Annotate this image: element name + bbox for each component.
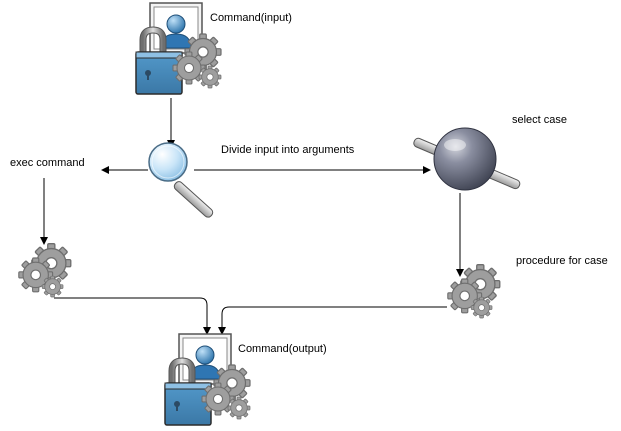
exec-command-label: exec command xyxy=(10,157,85,169)
select-case-label: select case xyxy=(512,114,568,126)
output-node-label: Command(output) xyxy=(238,343,327,355)
edge-procedure-to-output xyxy=(218,306,447,335)
input-node-label: Command(input) xyxy=(210,12,292,24)
edge-exec-gears-to-output xyxy=(54,297,211,335)
sphere-on-rod-icon xyxy=(413,127,521,191)
procedure-for-case-label: procedure for case xyxy=(516,255,608,267)
magnifier-icon xyxy=(148,142,214,218)
input-node-icon xyxy=(136,3,221,94)
exec-gears-icon xyxy=(19,244,71,297)
procedure-gears-icon xyxy=(448,265,500,318)
divide-edge-label: Divide input into arguments xyxy=(221,144,355,156)
